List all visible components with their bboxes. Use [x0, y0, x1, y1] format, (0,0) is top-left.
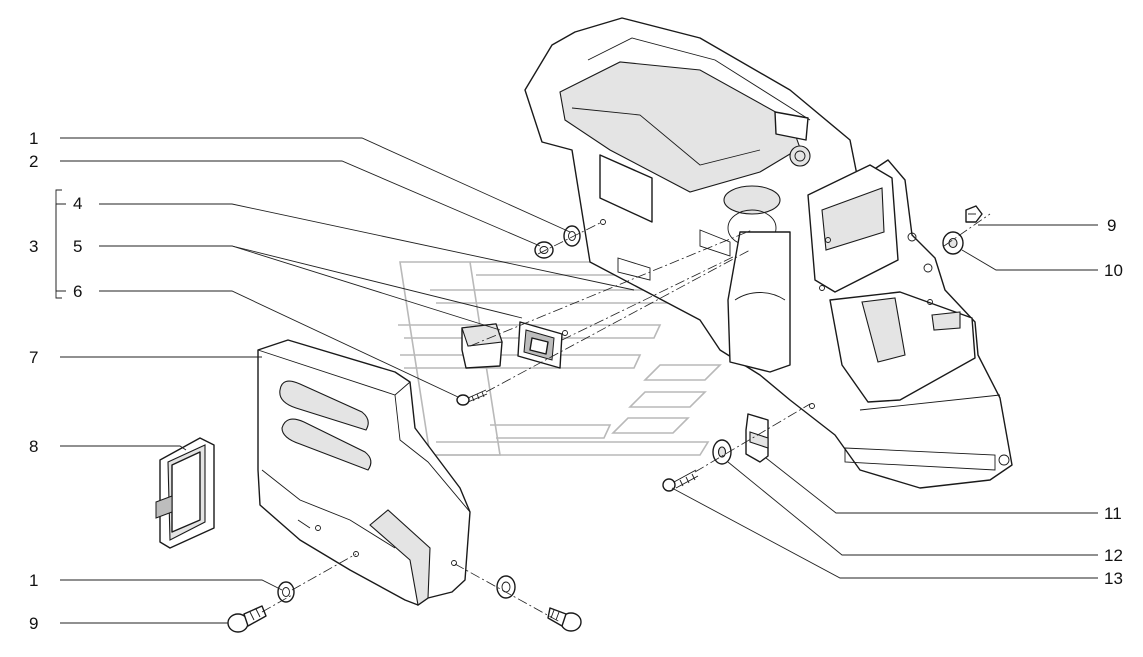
switch-bezel [517, 321, 563, 369]
rectangular-frame [155, 437, 215, 549]
callout-9-lower: 9 [29, 614, 38, 633]
callout-11: 11 [1104, 504, 1122, 523]
assembly-axes [261, 213, 991, 623]
callout-13: 13 [1104, 569, 1123, 588]
callout-12: 12 [1104, 546, 1123, 565]
callout-4: 4 [73, 194, 82, 213]
console-housing [524, 17, 1013, 489]
washer-lower-right [496, 575, 516, 599]
screw-item-13 [662, 469, 699, 492]
washer-item-1-upper [563, 225, 581, 247]
callout-9-right: 9 [1107, 216, 1116, 235]
bolt-item-9-right [965, 205, 983, 223]
callout-1-upper: 1 [29, 129, 38, 148]
callout-3: 3 [29, 237, 38, 256]
callout-7: 7 [29, 348, 38, 367]
nut-item-2 [534, 241, 554, 259]
callout-5: 5 [73, 237, 82, 256]
bolt-lower-right [547, 607, 582, 632]
clip-item-11 [745, 413, 769, 463]
callout-2: 2 [29, 152, 38, 171]
callout-8: 8 [29, 437, 38, 456]
switch-insert [461, 323, 503, 369]
bolt-item-9-lower-left [227, 605, 267, 633]
washer-item-12 [712, 439, 732, 465]
group-bracket-3 [55, 189, 62, 299]
callout-10: 10 [1104, 261, 1123, 280]
side-cover-panel [257, 339, 471, 606]
callout-labels: 1 2 3 4 5 6 7 8 1 9 9 10 11 12 13 [29, 129, 1123, 633]
callout-1-lower: 1 [29, 571, 38, 590]
washer-item-1-lower [277, 581, 295, 603]
leader-lines [55, 137, 1098, 624]
screw-item-6 [456, 389, 488, 406]
callout-6: 6 [73, 282, 82, 301]
